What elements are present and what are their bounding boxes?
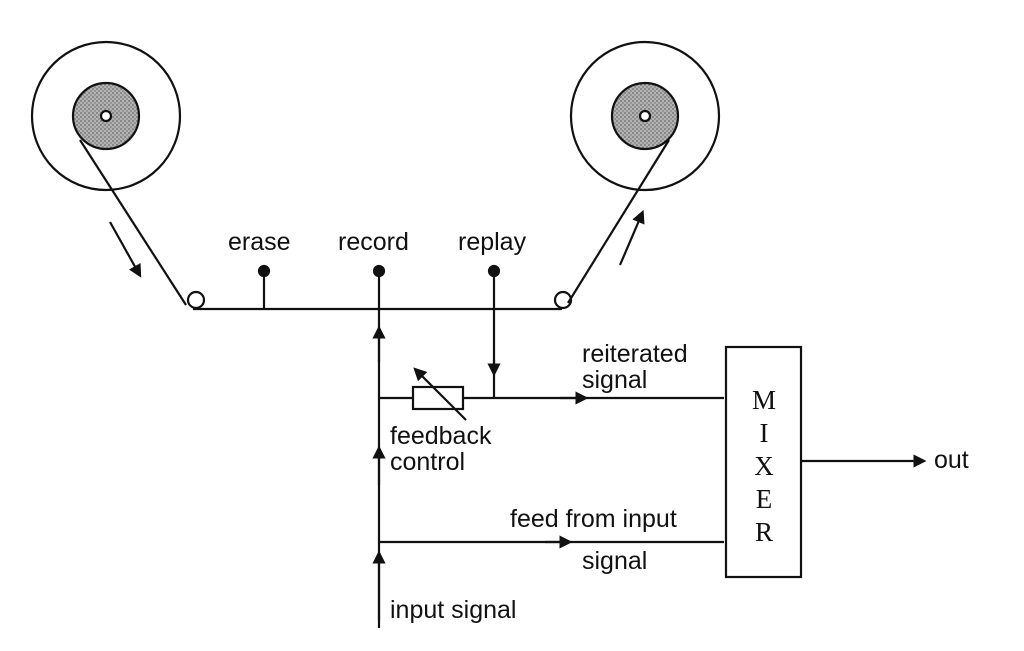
- record-label: record: [338, 228, 409, 256]
- reiterated-signal-label-2: signal: [582, 366, 648, 394]
- feedback-control-label-2: control: [390, 448, 466, 476]
- mixer-letter-e: E: [755, 484, 773, 514]
- tape-path: [79, 139, 670, 311]
- out-label: out: [934, 446, 969, 474]
- erase-head: [257, 264, 271, 309]
- left-guide-roller: [186, 290, 206, 310]
- input-signal-label: input signal: [390, 596, 517, 624]
- feed-from-input-label-1: feed from input: [510, 505, 677, 533]
- feed-from-input-label-2: signal: [582, 547, 648, 575]
- right-guide-roller: [553, 290, 573, 310]
- reiterated-signal-label-1: reiterated: [582, 340, 688, 368]
- tape-direction-arrow-left: [109, 221, 142, 278]
- feedback-path: [379, 385, 724, 411]
- mixer-letter-i: I: [759, 418, 769, 448]
- feedback-control-label-1: feedback: [390, 422, 492, 450]
- tape-direction-arrow-right: [618, 209, 645, 266]
- feedback-control-knob: [413, 367, 467, 421]
- mixer-letter-x: X: [754, 451, 774, 481]
- replay-label: replay: [458, 228, 527, 256]
- replay-head: [487, 264, 501, 309]
- mixer-letter-r: R: [754, 517, 773, 547]
- erase-label: erase: [228, 228, 291, 256]
- supply-reel: [30, 40, 182, 192]
- mixer-letter-m: M: [751, 385, 776, 415]
- takeup-reel: [569, 40, 721, 192]
- record-head: [372, 264, 386, 309]
